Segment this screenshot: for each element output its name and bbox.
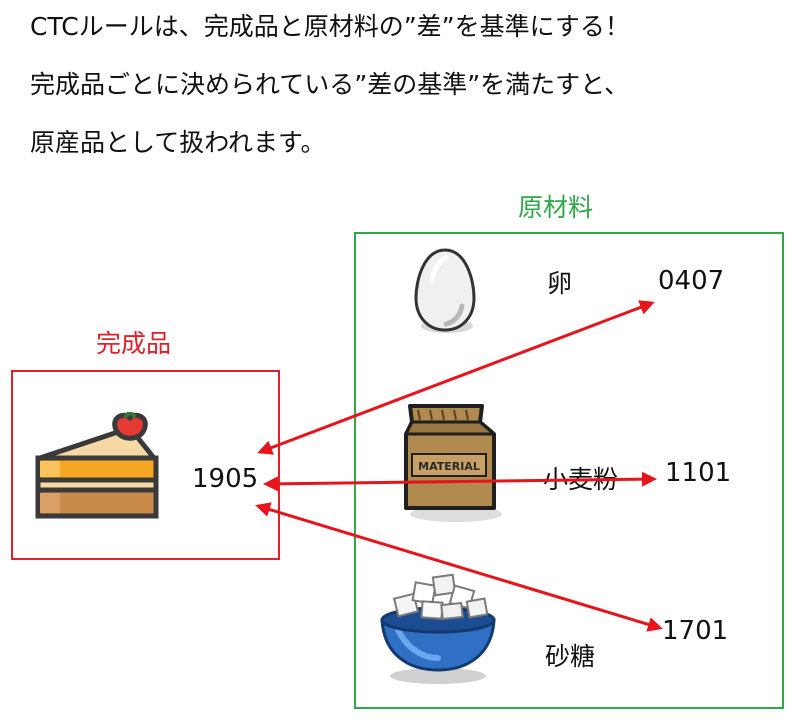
- arrow-product-egg: [257, 300, 655, 455]
- material-label-sugar: 砂糖: [545, 642, 596, 671]
- material-label-egg: 卵: [547, 269, 573, 298]
- svg-text:MATERIAL: MATERIAL: [418, 460, 480, 473]
- intro-line-1: CTCルールは、完成品と原材料の”差”を基準にする！: [30, 12, 630, 41]
- material-hs-code-sugar: 1701: [662, 616, 729, 646]
- material-title: 原材料: [518, 193, 594, 222]
- intro-line-2: 完成品ごとに決められている”差の基準”を満たすと、: [30, 70, 630, 99]
- arrow-product-sugar: [255, 502, 663, 632]
- intro-line-3: 原産品として扱われます。: [30, 128, 326, 157]
- material-hs-code-egg: 0407: [658, 266, 725, 296]
- product-title: 完成品: [96, 329, 172, 358]
- material-box: [354, 232, 784, 709]
- material-hs-code-flour: 1101: [665, 458, 732, 488]
- cake-icon: [35, 412, 159, 519]
- arrow-product-flour: [263, 471, 657, 492]
- product-hs-code: 1905: [192, 464, 259, 494]
- product-box: [11, 370, 280, 560]
